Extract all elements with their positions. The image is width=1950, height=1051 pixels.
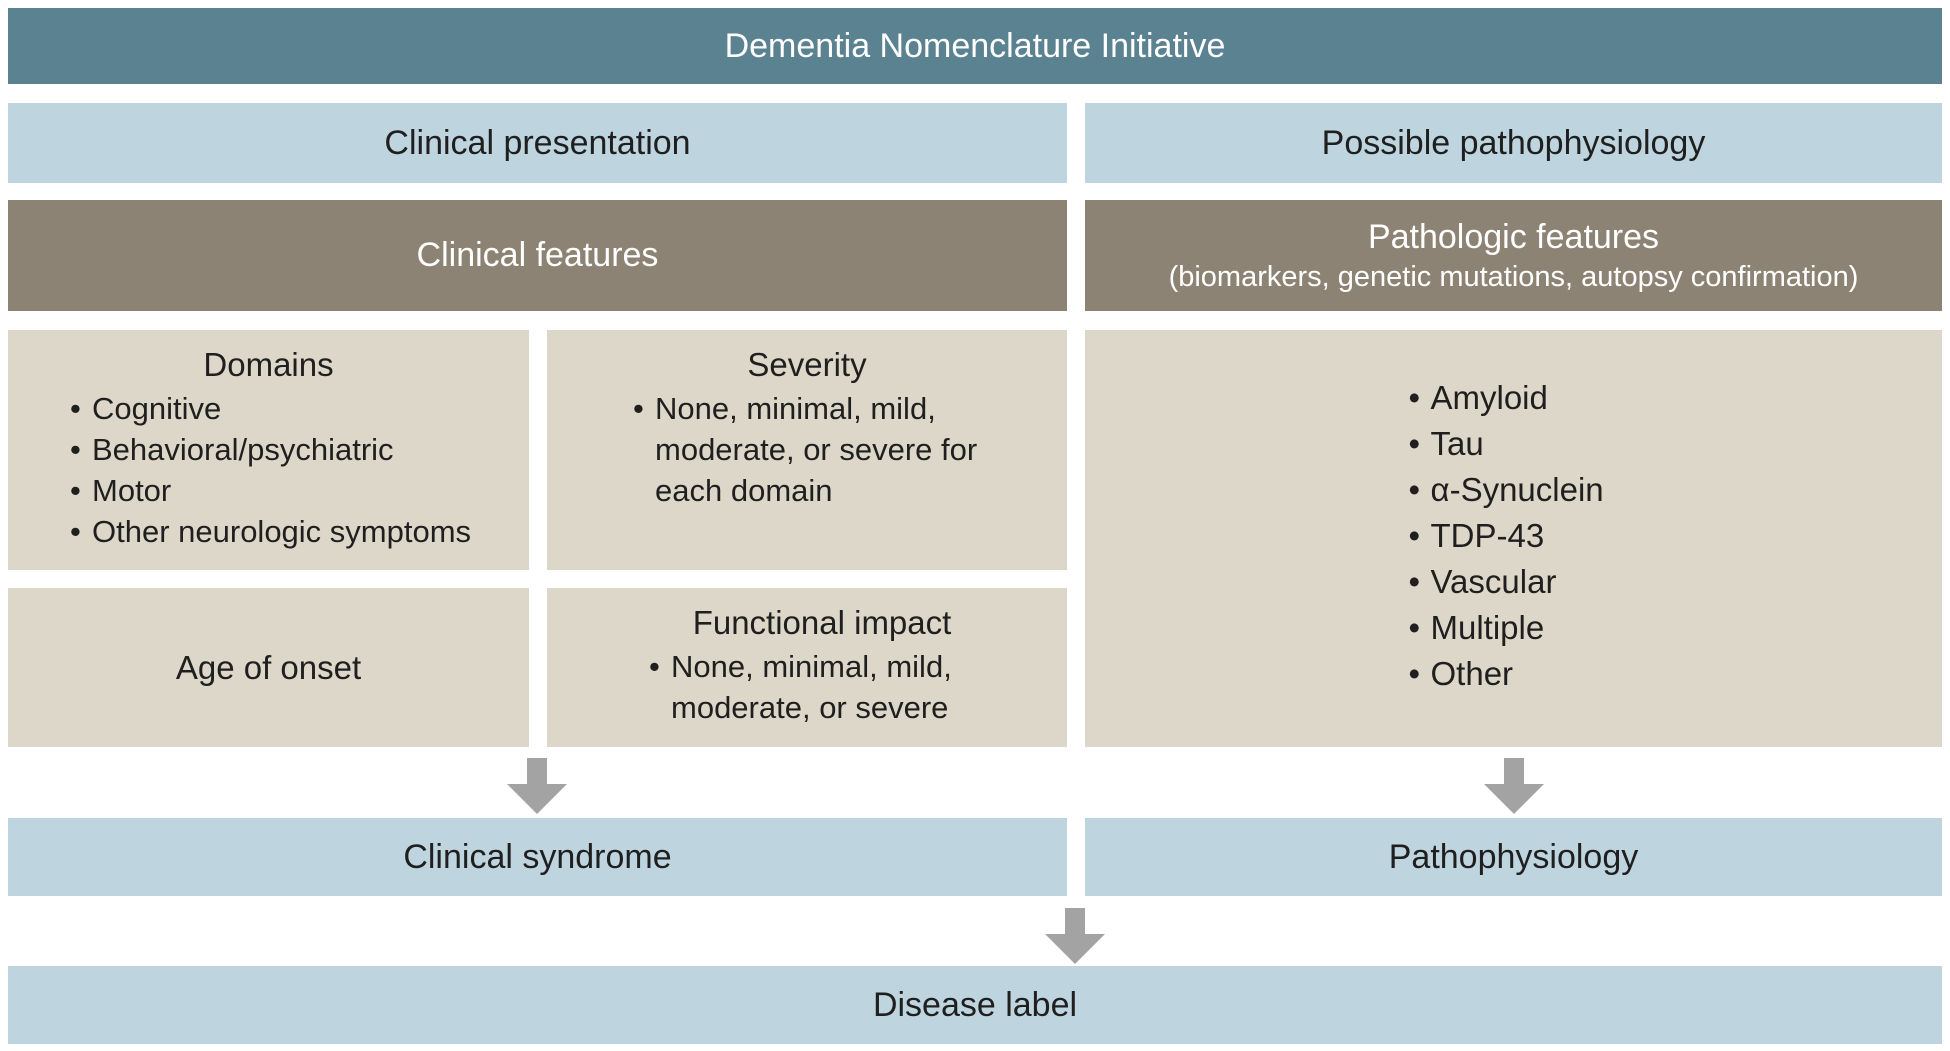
pathologic-features-header: Pathologic features (biomarkers, genetic…: [1085, 200, 1942, 311]
list-item: α-Synuclein: [1409, 467, 1639, 513]
clinical-features-header: Clinical features: [8, 200, 1067, 311]
possible-pathophysiology-header: Possible pathophysiology: [1085, 103, 1942, 183]
list-item: TDP-43: [1409, 513, 1639, 559]
pathophysiology-box: Pathophysiology: [1085, 818, 1942, 896]
list-item: None, minimal, mild, moderate, or severe: [649, 646, 989, 728]
list-item: Motor: [70, 470, 529, 511]
functional-impact-title: Functional impact: [692, 604, 952, 641]
down-arrow-icon: [1484, 758, 1544, 814]
pathologic-features-subtitle: (biomarkers, genetic mutations, autopsy …: [1168, 260, 1859, 293]
down-arrow-icon: [1045, 908, 1105, 964]
functional-impact-list: None, minimal, mild, moderate, or severe: [649, 646, 989, 728]
domains-list: Cognitive Behavioral/psychiatric Motor O…: [70, 388, 529, 552]
list-item: None, minimal, mild, moderate, or severe…: [633, 388, 1013, 511]
list-item: Multiple: [1409, 605, 1639, 651]
severity-title: Severity: [747, 346, 867, 383]
functional-impact-cell: Functional impact None, minimal, mild, m…: [547, 588, 1067, 747]
severity-list: None, minimal, mild, moderate, or severe…: [633, 388, 1013, 511]
list-item: Amyloid: [1409, 375, 1639, 421]
list-item: Other neurologic symptoms: [70, 511, 529, 552]
severity-cell: Severity None, minimal, mild, moderate, …: [547, 330, 1067, 570]
list-item: Cognitive: [70, 388, 529, 429]
clinical-syndrome-box: Clinical syndrome: [8, 818, 1067, 896]
list-item: Other: [1409, 651, 1639, 697]
clinical-presentation-header: Clinical presentation: [8, 103, 1067, 183]
domains-cell: Domains Cognitive Behavioral/psychiatric…: [8, 330, 529, 570]
diagram-title: Dementia Nomenclature Initiative: [8, 8, 1942, 84]
list-item: Vascular: [1409, 559, 1639, 605]
pathologic-features-cell: Amyloid Tau α-Synuclein TDP-43 Vascular …: [1085, 330, 1942, 747]
age-of-onset-cell: Age of onset: [8, 588, 529, 747]
down-arrow-icon: [507, 758, 567, 814]
clinical-features-title: Clinical features: [416, 236, 659, 274]
disease-label-box: Disease label: [8, 966, 1942, 1044]
pathologic-features-list: Amyloid Tau α-Synuclein TDP-43 Vascular …: [1409, 375, 1639, 697]
pathologic-features-title: Pathologic features: [1367, 217, 1660, 256]
list-item: Tau: [1409, 421, 1639, 467]
age-of-onset-label: Age of onset: [175, 648, 362, 686]
list-item: Behavioral/psychiatric: [70, 429, 529, 470]
domains-title: Domains: [203, 346, 334, 383]
